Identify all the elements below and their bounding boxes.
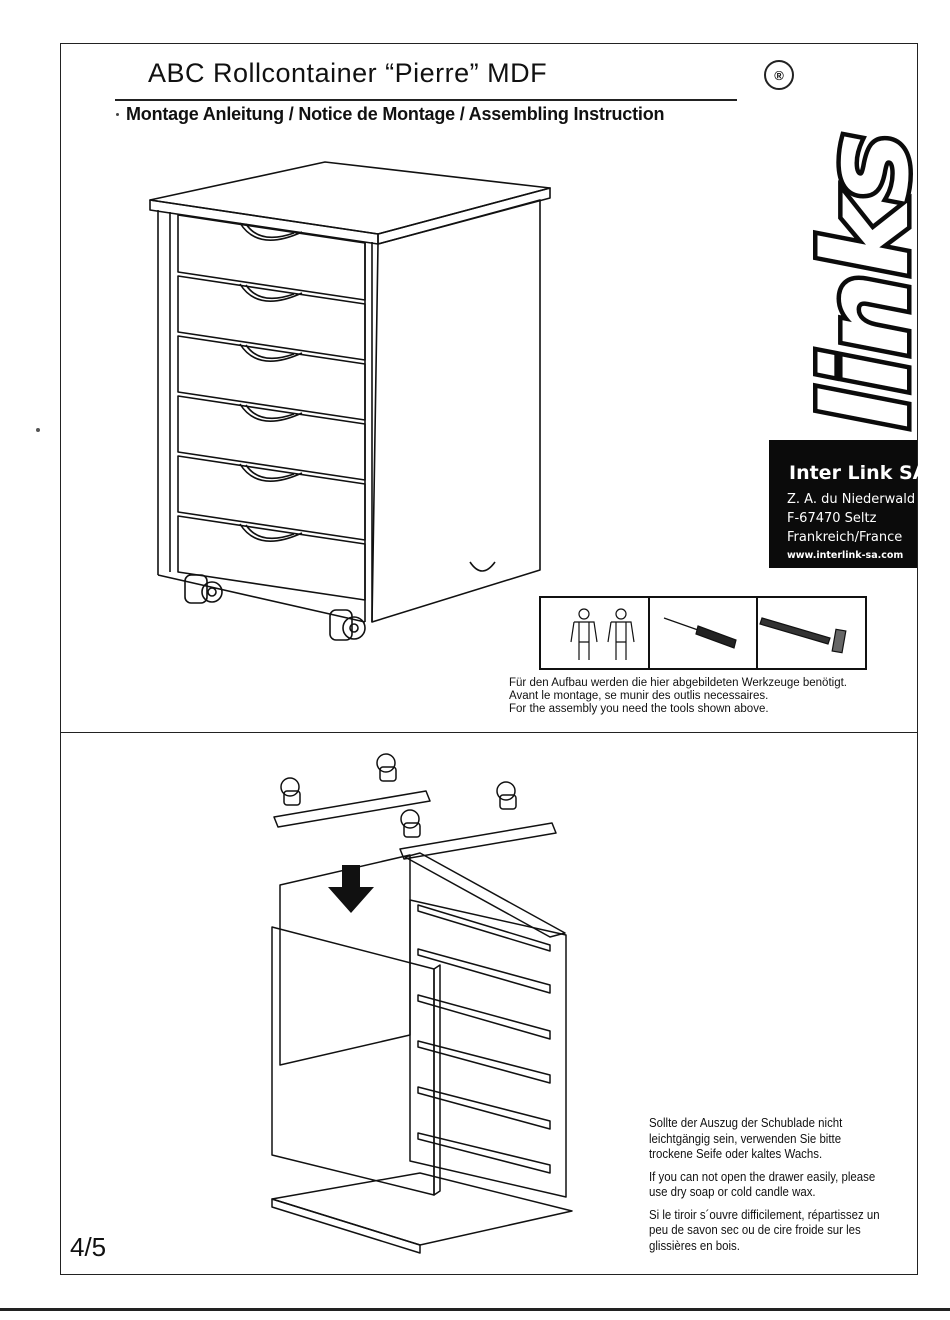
scan-bottom-edge bbox=[0, 1308, 950, 1311]
tools-note-en: For the assembly you need the tools show… bbox=[509, 703, 769, 715]
section-divider bbox=[60, 732, 918, 733]
cabinet-illustration bbox=[149, 161, 551, 641]
screwdriver-icon bbox=[663, 617, 737, 649]
company-website: www.interlink-sa.com bbox=[787, 550, 904, 561]
hammer-icon bbox=[759, 617, 847, 654]
hammer-cell bbox=[758, 598, 865, 668]
tools-note-de: Für den Aufbau werden die hier abgebilde… bbox=[509, 677, 847, 689]
subtitle-bullet bbox=[116, 113, 119, 116]
instruction-de: Sollte der Auszug der Schublade nicht le… bbox=[649, 1115, 843, 1161]
two-persons-icon bbox=[570, 608, 635, 660]
address-line-3: Frankreich/France bbox=[787, 530, 903, 545]
address-line-2: F-67470 Seltz bbox=[787, 511, 877, 526]
address-line-1: Z. A. du Niederwald bbox=[787, 492, 916, 507]
page-number: 4/5 bbox=[70, 1232, 107, 1262]
title-underline bbox=[115, 99, 737, 101]
document-title: ABC Rollcontainer “Pierre” MDF bbox=[148, 58, 548, 88]
brand-panel: Inter Link SA Z. A. du Niederwald F-6747… bbox=[769, 440, 927, 568]
instruction-fr: Si le tiroir s´ouvre difficilement, répa… bbox=[649, 1206, 880, 1253]
drawer-instructions: Sollte der Auszug der Schublade nicht le… bbox=[649, 1115, 882, 1260]
brand-logo-text: links bbox=[797, 136, 917, 430]
screwdriver-cell bbox=[650, 598, 759, 668]
tools-note-fr: Avant le montage, se munir des outlis ne… bbox=[509, 690, 769, 702]
page-frame bbox=[60, 43, 918, 1275]
company-name: Inter Link SA bbox=[789, 462, 928, 484]
tools-note: Für den Aufbau werden die hier abgebilde… bbox=[509, 677, 847, 716]
document-subtitle: Montage Anleitung / Notice de Montage / … bbox=[126, 104, 665, 124]
assembly-illustration bbox=[271, 753, 573, 1254]
registered-mark: ® bbox=[764, 60, 794, 90]
tools-box bbox=[539, 596, 867, 670]
persons-cell bbox=[541, 598, 650, 668]
arrow-down-icon bbox=[328, 865, 374, 913]
brand-logo: links bbox=[769, 90, 917, 442]
instruction-en: If you can not open the drawer easily, p… bbox=[649, 1168, 876, 1200]
scan-speck bbox=[36, 428, 40, 432]
